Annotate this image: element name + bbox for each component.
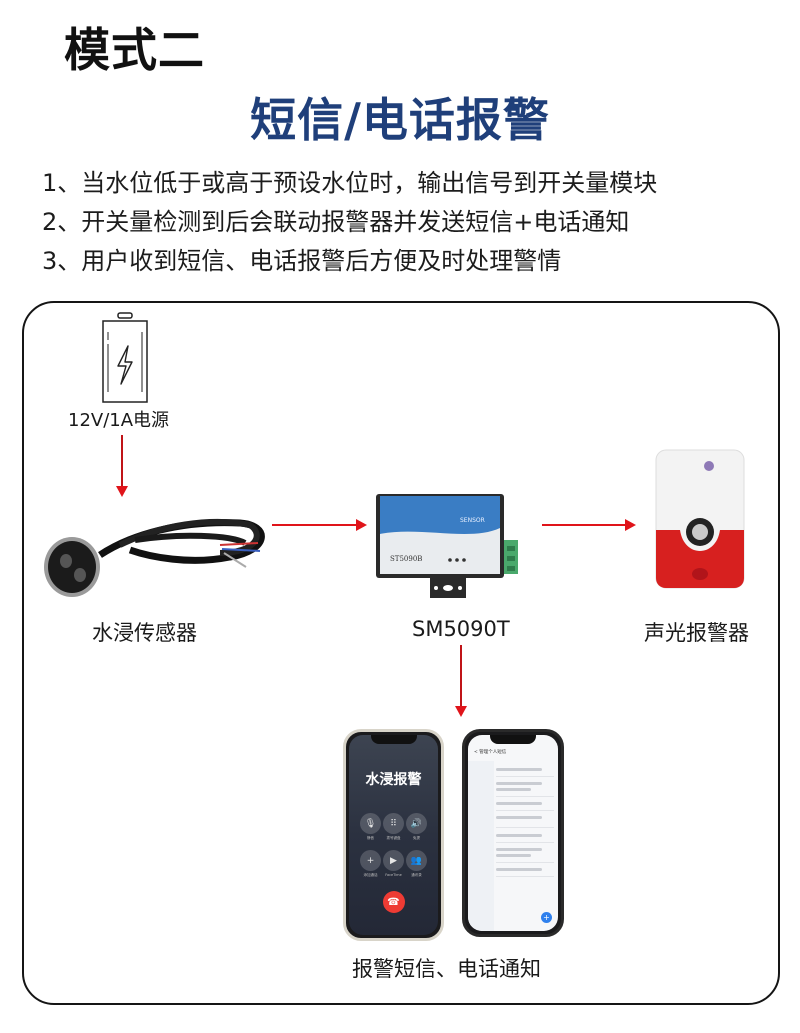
arrow-sensor-to-gateway <box>272 519 367 531</box>
phones-label: 报警短信、电话通知 <box>352 957 541 981</box>
contacts-button: 👥通讯录 <box>405 850 428 877</box>
arrow-gateway-to-alarm <box>542 519 636 531</box>
microphone-icon: 🎙 <box>360 813 381 834</box>
alarm-label: 声光报警器 <box>644 621 749 645</box>
add-call-button: +添加通话 <box>359 850 382 877</box>
add-fab-icon: + <box>541 912 552 923</box>
phone-notch <box>370 735 417 744</box>
sms-header: < 管理个人短信 <box>474 750 507 755</box>
facetime-button: ▶FaceTime <box>382 850 405 877</box>
sms-row <box>496 831 554 843</box>
step-item: 2、开关量检测到后会联动报警器并发送短信+电话通知 <box>42 208 630 236</box>
sms-sidebar <box>468 761 494 931</box>
strobe-alarm-image <box>655 449 745 589</box>
sms-row <box>496 865 554 877</box>
phone-sms-mockup: < 管理个人短信 + <box>462 729 564 937</box>
gateway-panel-text: SENSOR <box>460 517 485 524</box>
mute-button: 🎙静音 <box>359 813 382 840</box>
caller-name: 水浸报警 <box>365 772 422 788</box>
water-sensor-image <box>44 518 265 597</box>
keypad-icon: ⠿ <box>383 813 404 834</box>
arrow-power-to-sensor <box>116 435 128 497</box>
sms-row <box>496 799 554 811</box>
plus-icon: + <box>360 850 381 871</box>
gateway-print-text: ST5090B <box>390 555 422 563</box>
step-item: 1、当水位低于或高于预设水位时，输出信号到开关量模块 <box>42 169 658 197</box>
sms-row <box>496 813 554 828</box>
phone-notch <box>490 735 536 744</box>
mode-title: 模式二 <box>64 23 205 77</box>
sms-row <box>496 765 554 777</box>
keypad-button: ⠿拨号键盘 <box>382 813 405 840</box>
speaker-button: 🔊免提 <box>405 813 428 840</box>
video-icon: ▶ <box>383 850 404 871</box>
sms-row <box>496 845 554 863</box>
sms-screen: < 管理个人短信 + <box>468 735 558 931</box>
phone-call-mockup: 水浸报警 🎙静音 ⠿拨号键盘 🔊免提 +添加通话 ▶FaceTime 👥通讯录 … <box>343 729 444 941</box>
contacts-icon: 👥 <box>406 850 427 871</box>
sensor-label: 水浸传感器 <box>92 621 197 645</box>
sub-title: 短信/电话报警 <box>250 93 550 147</box>
speaker-icon: 🔊 <box>406 813 427 834</box>
diagram-frame <box>22 301 780 1005</box>
steps-list: 1、当水位低于或高于预设水位时，输出信号到开关量模块 2、开关量检测到后会联动报… <box>42 164 657 281</box>
hangup-icon: ☎ <box>382 891 405 913</box>
arrow-gateway-to-phones <box>455 645 467 717</box>
call-screen: 水浸报警 🎙静音 ⠿拨号键盘 🔊免提 +添加通话 ▶FaceTime 👥通讯录 … <box>349 735 438 935</box>
power-label: 12V/1A电源 <box>68 410 170 431</box>
gateway-device-image: SENSOR ST5090B <box>376 494 518 598</box>
sms-row <box>496 779 554 797</box>
battery-charging-icon <box>102 312 148 403</box>
step-item: 3、用户收到短信、电话报警后方便及时处理警情 <box>42 247 562 275</box>
gateway-label: SM5090T <box>412 617 510 641</box>
